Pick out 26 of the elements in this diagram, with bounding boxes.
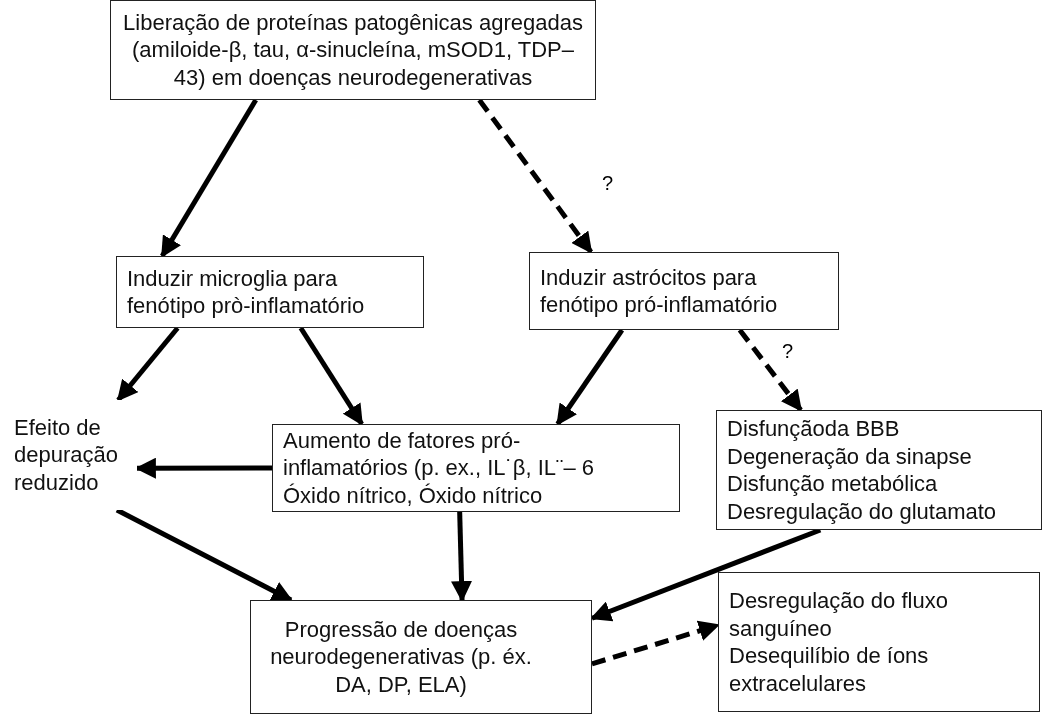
node-text: Efeito de depuração reduzido [14,413,119,497]
arrow [116,326,180,402]
node-text: Disfunçãoda BBB [727,415,901,443]
process-box [718,572,1040,712]
node-text: Desequilíbio de íons extracelulares [729,642,930,697]
node-text: Aumento de fatores pró-inflamatórios (p. ex., IL˙β, IL¨– 6 Óxido nítrico, Óxido nítrico [283,426,595,510]
node-text: Progressão de doenças neurodegenerativas (p. éx. DA, DP, ELA) [269,615,533,699]
node-text: Induzir microglia para fenótipo prò-inflamatório [127,264,366,320]
node-text: Desregulação do glutamato [727,497,998,525]
process-box [110,0,596,100]
process-box [716,410,1042,530]
arrow [591,620,720,667]
process-box [250,600,592,714]
arrow [298,326,364,426]
arrow [160,98,258,258]
arrow [477,98,593,254]
node-text: Disfunção metabólica [727,470,939,498]
process-box [272,424,680,512]
arrow [555,328,625,426]
node-text: Degeneração da sinapse [727,442,973,470]
node-text: Liberação de proteínas patogênicas agregadas (amiloide-β, tau, α-sinucleína, mSOD1, TDP–43) em doenças neurodegenerativas [122,8,584,92]
process-box [116,256,424,328]
process-box [529,252,839,330]
arrow [737,328,803,412]
node-text: Desregulação do fluxo sanguíneo [729,587,949,642]
node-text: Induzir astrócitos para fenótipo pró-inflamatório [540,263,779,319]
